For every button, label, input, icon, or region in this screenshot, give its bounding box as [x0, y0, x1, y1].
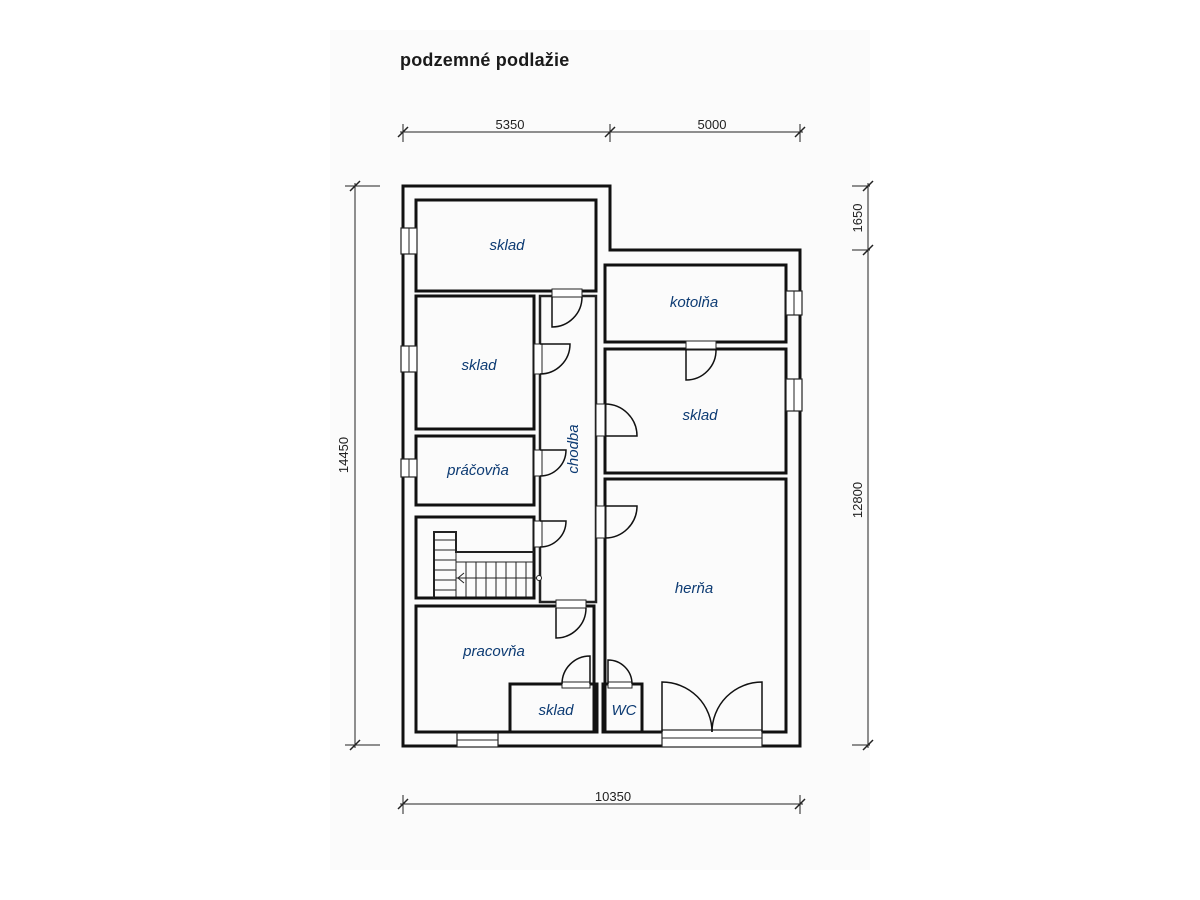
outer-walls	[401, 184, 802, 748]
room-label-chodba: chodba	[565, 424, 582, 473]
room-label-herna: herňa	[675, 580, 713, 597]
windows	[400, 227, 803, 748]
staircase	[433, 531, 542, 600]
doors	[533, 288, 763, 733]
room-label-pracovna: pracovňa	[462, 643, 525, 660]
dim-right-main: 12800	[850, 482, 865, 518]
dimension-lines	[345, 124, 874, 814]
room-label-sklad: sklad	[489, 237, 525, 254]
page-title: podzemné podlažie	[400, 50, 570, 70]
dim-bottom: 10350	[595, 789, 631, 804]
room-label-wc: WC	[612, 702, 637, 719]
room-label-pracovna-small: práčovňa	[446, 462, 509, 479]
dim-left: 14450	[336, 437, 351, 473]
dim-right-top: 1650	[850, 204, 865, 233]
room-label-kotolna: kotolňa	[670, 294, 718, 311]
dim-top-left: 5350	[496, 117, 525, 132]
room-label-sklad: sklad	[538, 702, 574, 719]
drawing-sheet	[330, 30, 870, 870]
room-label-sklad: sklad	[682, 407, 718, 424]
room-label-sklad: sklad	[461, 357, 497, 374]
dim-top-right: 5000	[698, 117, 727, 132]
